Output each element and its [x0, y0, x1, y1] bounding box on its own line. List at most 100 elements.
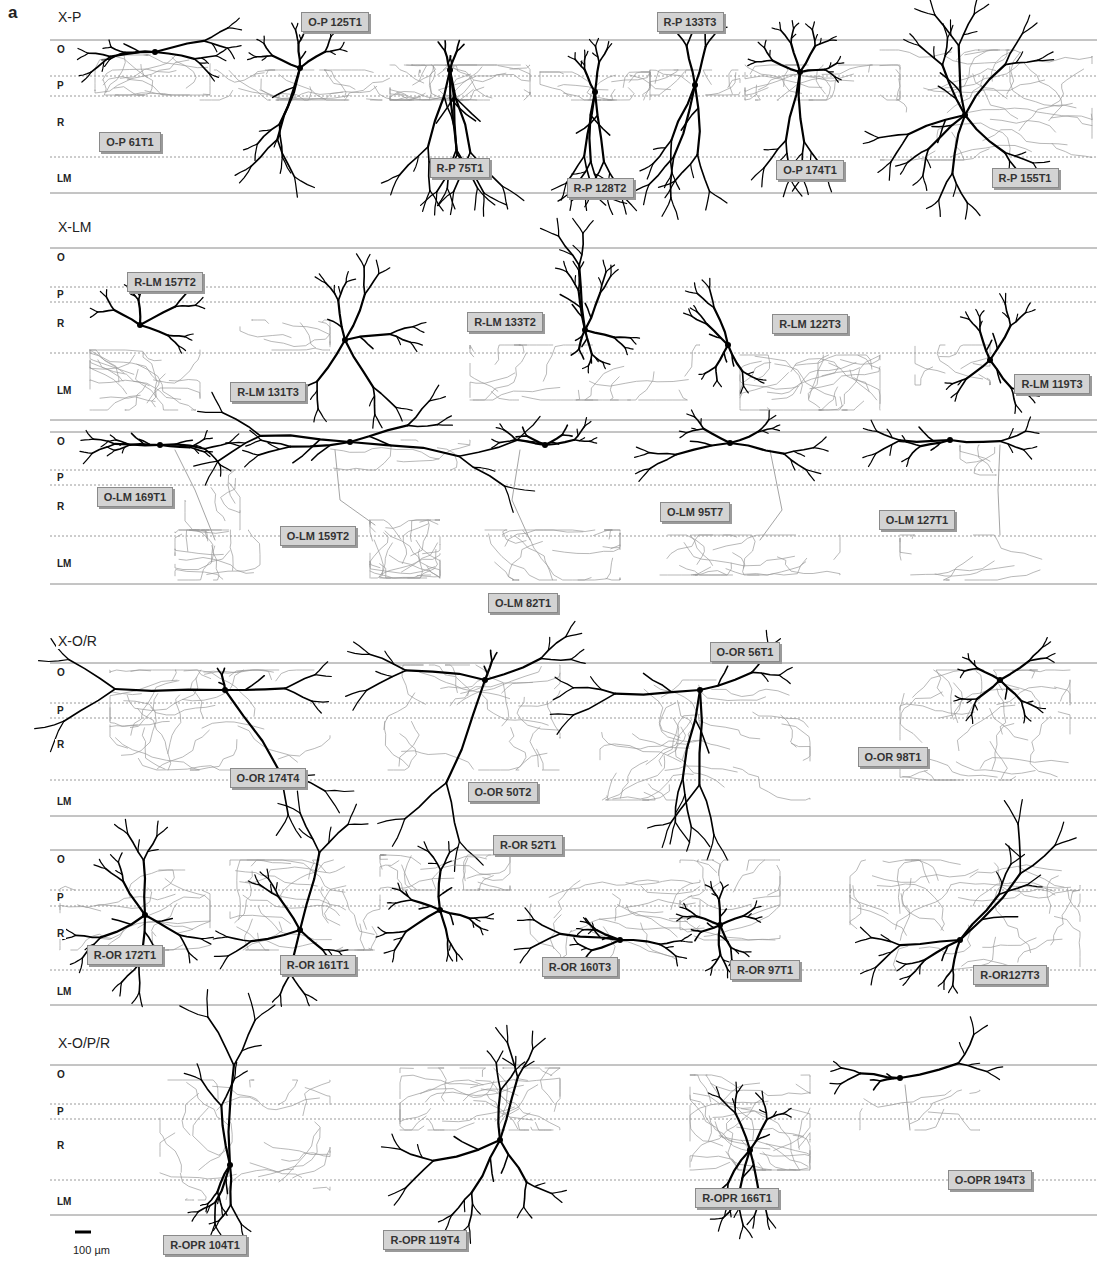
axon — [418, 549, 440, 578]
dendrite — [206, 1204, 208, 1212]
cell-label-box: R-OR 52T1 — [493, 835, 563, 855]
axon-stem — [335, 450, 375, 525]
cell-label-box: O-P 125T1 — [301, 12, 369, 32]
dendrite — [296, 30, 299, 43]
dendrite — [653, 140, 671, 164]
axon — [554, 1079, 560, 1111]
dendrite — [591, 115, 610, 135]
dendrite — [138, 840, 139, 852]
axon — [644, 689, 680, 737]
axon — [995, 863, 1056, 895]
axon — [829, 363, 869, 391]
axon — [169, 380, 200, 399]
dendrite — [390, 327, 414, 335]
dendrite — [218, 1197, 220, 1203]
axon — [607, 89, 615, 100]
dendrite — [695, 47, 706, 86]
axon — [760, 397, 842, 410]
dendrite — [229, 434, 239, 443]
axon — [413, 65, 446, 85]
axon — [250, 1080, 255, 1087]
dendrite — [472, 1140, 500, 1193]
axon — [928, 1112, 980, 1130]
axon — [860, 1109, 862, 1130]
dendrite — [392, 819, 404, 847]
dendrite — [541, 228, 559, 236]
dendrite — [339, 950, 348, 952]
dendrite — [1011, 854, 1024, 864]
dendrite — [938, 981, 944, 986]
dendrite — [587, 923, 597, 931]
dendrite — [261, 440, 290, 446]
axon — [324, 70, 355, 89]
dendrite — [190, 439, 204, 447]
dendrite — [285, 688, 312, 701]
dendrite — [472, 922, 473, 928]
dendrite — [197, 1064, 201, 1080]
axon — [380, 575, 431, 578]
dendrite — [180, 935, 202, 939]
dendrite — [599, 278, 602, 286]
dendrite — [573, 688, 615, 694]
dendrite — [221, 1106, 230, 1165]
dendrite — [706, 31, 718, 47]
dendrite — [889, 162, 891, 180]
dendrite — [201, 939, 211, 944]
dendrite — [814, 437, 827, 448]
dendrite — [273, 87, 295, 97]
dendrite — [116, 871, 123, 875]
dendrite — [157, 827, 168, 836]
axon — [401, 440, 418, 441]
dendrite — [625, 348, 633, 350]
axon — [131, 670, 176, 681]
dendrite — [735, 950, 739, 954]
dendrite — [784, 454, 806, 470]
axon — [470, 345, 474, 351]
dendrite — [64, 689, 115, 721]
axon — [733, 553, 759, 575]
soma — [447, 67, 453, 73]
dendrite — [900, 976, 910, 980]
axon — [690, 1075, 740, 1089]
soma — [342, 337, 348, 343]
dendrite — [772, 60, 800, 72]
dendrite — [217, 1165, 230, 1192]
panel-border — [50, 663, 1097, 664]
axon — [90, 350, 159, 382]
dendrite — [783, 1114, 791, 1118]
axon — [110, 694, 141, 722]
dendrite — [728, 345, 742, 371]
dendrite — [945, 48, 952, 57]
axon — [459, 90, 473, 101]
dendrite — [255, 1005, 275, 1020]
dendrite — [926, 158, 931, 168]
axon — [606, 785, 669, 800]
layer-name: P — [55, 80, 66, 91]
dendrite — [812, 22, 814, 30]
dendrite — [743, 916, 755, 919]
dendrite — [473, 1204, 481, 1215]
soma — [142, 912, 148, 918]
dendrite — [695, 720, 709, 753]
dendrite — [683, 690, 700, 778]
dendrite — [300, 35, 301, 40]
axon — [236, 871, 318, 886]
cell-label-box: O-OR 56T1 — [710, 642, 781, 662]
panel-border — [50, 420, 1097, 421]
dendrite — [113, 982, 122, 991]
dendrite — [460, 842, 484, 865]
axon — [688, 860, 705, 897]
dendrite — [603, 260, 606, 272]
dendrite — [401, 1149, 434, 1160]
dendrite — [744, 952, 749, 956]
dendrite — [219, 683, 225, 686]
dendrite — [950, 440, 1000, 442]
axon — [467, 857, 510, 878]
dendrite — [815, 35, 818, 41]
axon — [766, 1144, 810, 1163]
dendrite — [755, 917, 762, 919]
dendrite — [194, 59, 208, 73]
cell-id: O-P 61T1 — [106, 136, 154, 148]
axon — [960, 446, 983, 463]
dendrite — [346, 690, 367, 696]
